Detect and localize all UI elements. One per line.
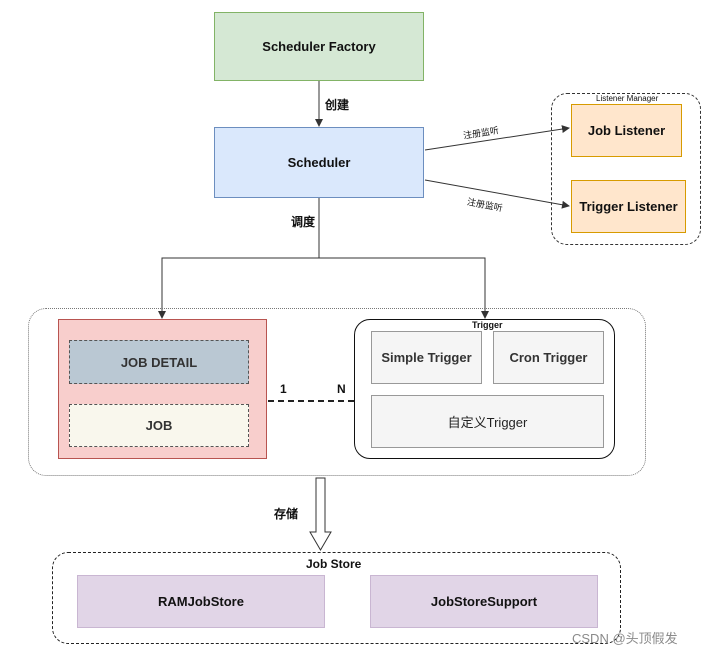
cron-trigger-label: Cron Trigger [509, 350, 588, 365]
trigger-group-label: Trigger [472, 320, 503, 330]
one-label: 1 [280, 382, 287, 396]
scheduler-node: Scheduler [214, 127, 424, 198]
schedule-label: 调度 [291, 215, 316, 229]
scheduler-factory-label: Scheduler Factory [262, 39, 376, 54]
many-label: N [337, 382, 346, 396]
cron-trigger-node: Cron Trigger [493, 331, 604, 384]
scheduler-label: Scheduler [287, 155, 351, 170]
trigger-listener-label: Trigger Listener [579, 199, 678, 214]
job-detail-label: JOB DETAIL [120, 354, 198, 370]
job-detail-node: JOB DETAIL [69, 340, 249, 384]
custom-trigger-label: 自定义Trigger [447, 415, 528, 430]
create-label: 创建 [325, 98, 350, 112]
schedule-connector [158, 198, 320, 319]
custom-trigger-node: 自定义Trigger [371, 395, 604, 448]
watermark: CSDN @头顶假发 [572, 631, 678, 646]
register-job-listener-arrow [424, 125, 570, 151]
ram-job-store-node: RAMJobStore [77, 575, 325, 628]
store-label: 存储 [274, 507, 299, 521]
store-arrow [309, 477, 332, 551]
listener-manager-group [551, 93, 701, 245]
job-store-label: Job Store [306, 557, 362, 571]
simple-trigger-node: Simple Trigger [371, 331, 482, 384]
job-listener-label: Job Listener [587, 123, 666, 138]
schedule-connector-trigger [319, 257, 489, 319]
job-trigger-container [28, 308, 646, 476]
listener-manager-label: Listener Manager [596, 94, 659, 103]
job-listener-node: Job Listener [571, 104, 682, 157]
job-node: JOB [69, 404, 249, 447]
ram-job-store-label: RAMJobStore [158, 594, 244, 609]
register-trigger-listener-arrow [424, 179, 570, 209]
simple-trigger-label: Simple Trigger [381, 350, 472, 365]
job-store-support-label: JobStoreSupport [430, 594, 538, 609]
job-label: JOB [145, 418, 173, 433]
trigger-listener-node: Trigger Listener [571, 180, 686, 233]
job-store-support-node: JobStoreSupport [370, 575, 598, 628]
job-store-group [52, 552, 621, 644]
scheduler-factory-node: Scheduler Factory [214, 12, 424, 81]
